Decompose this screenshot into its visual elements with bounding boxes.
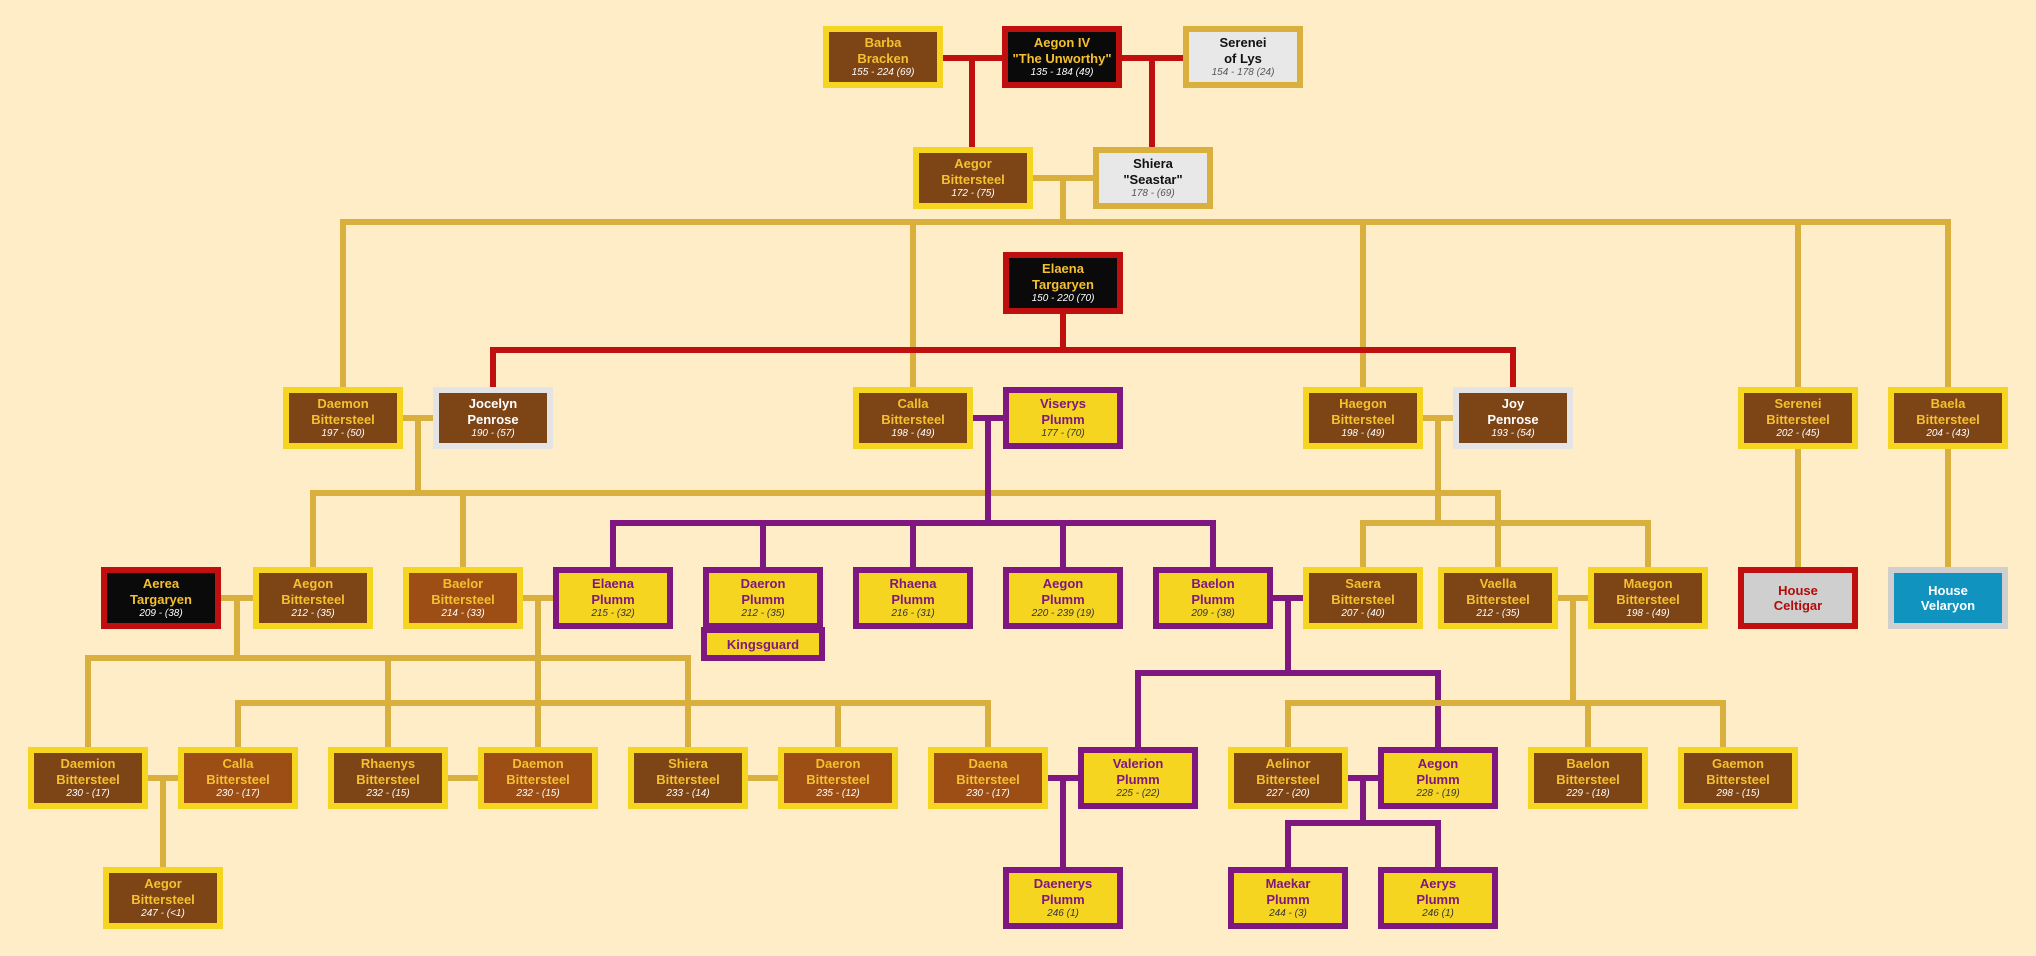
person-aegor-bittersteel[interactable]: Aegor Bittersteel 172 - (75) bbox=[913, 147, 1033, 209]
person-calla-bittersteel[interactable]: Calla Bittersteel 198 - (49) bbox=[853, 387, 973, 449]
kingsguard-badge: Kingsguard bbox=[701, 627, 825, 661]
person-jocelyn-penrose[interactable]: Jocelyn Penrose 190 - (57) bbox=[433, 387, 553, 449]
person-viserys-plumm[interactable]: Viserys Plumm 177 - (70) bbox=[1003, 387, 1123, 449]
person-calla-bittersteel-g5[interactable]: Calla Bittersteel 230 - (17) bbox=[178, 747, 298, 809]
person-baelon-bittersteel[interactable]: Baelon Bittersteel 229 - (18) bbox=[1528, 747, 1648, 809]
person-aegor-bittersteel-g6[interactable]: Aegor Bittersteel 247 - (<1) bbox=[103, 867, 223, 929]
person-aegon-plumm-g5[interactable]: Aegon Plumm 228 - (19) bbox=[1378, 747, 1498, 809]
person-elaena-targaryen[interactable]: Elaena Targaryen 150 - 220 (70) bbox=[1003, 252, 1123, 314]
person-valerion-plumm[interactable]: Valerion Plumm 225 - (22) bbox=[1078, 747, 1198, 809]
person-shiera-seastar[interactable]: Shiera "Seastar" 178 - (69) bbox=[1093, 147, 1213, 209]
person-aegon-bittersteel[interactable]: Aegon Bittersteel 212 - (35) bbox=[253, 567, 373, 629]
person-baelon-plumm[interactable]: Baelon Plumm 209 - (38) bbox=[1153, 567, 1273, 629]
person-haegon-bittersteel[interactable]: Haegon Bittersteel 198 - (49) bbox=[1303, 387, 1423, 449]
person-aerys-plumm[interactable]: Aerys Plumm 246 (1) bbox=[1378, 867, 1498, 929]
person-baelor-bittersteel[interactable]: Baelor Bittersteel 214 - (33) bbox=[403, 567, 523, 629]
person-aegon-plumm[interactable]: Aegon Plumm 220 - 239 (19) bbox=[1003, 567, 1123, 629]
person-aegon-iv[interactable]: Aegon IV "The Unworthy" 135 - 184 (49) bbox=[1002, 26, 1122, 88]
person-daeron-plumm[interactable]: Daeron Plumm 212 - (35) bbox=[703, 567, 823, 629]
person-rhaena-plumm[interactable]: Rhaena Plumm 216 - (31) bbox=[853, 567, 973, 629]
person-vaella-bittersteel[interactable]: Vaella Bittersteel 212 - (35) bbox=[1438, 567, 1558, 629]
person-aerea-targaryen[interactable]: Aerea Targaryen 209 - (38) bbox=[101, 567, 221, 629]
person-joy-penrose[interactable]: Joy Penrose 193 - (54) bbox=[1453, 387, 1573, 449]
person-baela-bittersteel[interactable]: Baela Bittersteel 204 - (43) bbox=[1888, 387, 2008, 449]
person-rhaenys-bittersteel[interactable]: Rhaenys Bittersteel 232 - (15) bbox=[328, 747, 448, 809]
person-barba-bracken[interactable]: Barba Bracken 155 - 224 (69) bbox=[823, 26, 943, 88]
person-saera-bittersteel[interactable]: Saera Bittersteel 207 - (40) bbox=[1303, 567, 1423, 629]
person-serenei-of-lys[interactable]: Serenei of Lys 154 - 178 (24) bbox=[1183, 26, 1303, 88]
house-celtigar[interactable]: House Celtigar bbox=[1738, 567, 1858, 629]
person-daemon-bittersteel-g5[interactable]: Daemon Bittersteel 232 - (15) bbox=[478, 747, 598, 809]
person-daena-bittersteel[interactable]: Daena Bittersteel 230 - (17) bbox=[928, 747, 1048, 809]
house-velaryon[interactable]: House Velaryon bbox=[1888, 567, 2008, 629]
person-daemion-bittersteel[interactable]: Daemion Bittersteel 230 - (17) bbox=[28, 747, 148, 809]
person-maegon-bittersteel[interactable]: Maegon Bittersteel 198 - (49) bbox=[1588, 567, 1708, 629]
person-maekar-plumm[interactable]: Maekar Plumm 244 - (3) bbox=[1228, 867, 1348, 929]
person-elaena-plumm[interactable]: Elaena Plumm 215 - (32) bbox=[553, 567, 673, 629]
person-daeron-bittersteel[interactable]: Daeron Bittersteel 235 - (12) bbox=[778, 747, 898, 809]
person-shiera-bittersteel[interactable]: Shiera Bittersteel 233 - (14) bbox=[628, 747, 748, 809]
person-daenerys-plumm[interactable]: Daenerys Plumm 246 (1) bbox=[1003, 867, 1123, 929]
person-gaemon-bittersteel[interactable]: Gaemon Bittersteel 298 - (15) bbox=[1678, 747, 1798, 809]
person-aelinor-bittersteel[interactable]: Aelinor Bittersteel 227 - (20) bbox=[1228, 747, 1348, 809]
person-daemon-bittersteel[interactable]: Daemon Bittersteel 197 - (50) bbox=[283, 387, 403, 449]
person-serenei-bittersteel[interactable]: Serenei Bittersteel 202 - (45) bbox=[1738, 387, 1858, 449]
